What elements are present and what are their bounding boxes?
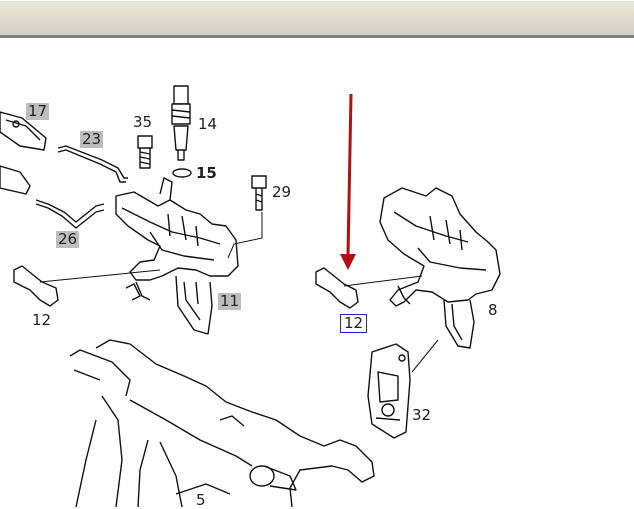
part-shift-housing-right bbox=[379, 187, 501, 349]
part-12-lever-right bbox=[315, 267, 411, 309]
label-12-highlighted[interactable]: 12 bbox=[340, 314, 368, 333]
label-23: 23 bbox=[80, 130, 104, 148]
label-35: 35 bbox=[133, 113, 153, 131]
part-left-block bbox=[0, 165, 31, 195]
part-23-rod bbox=[57, 145, 128, 183]
label-11: 11 bbox=[218, 292, 242, 310]
part-26-rod bbox=[35, 199, 105, 229]
label-29: 29 bbox=[272, 183, 292, 201]
part-17-sensor bbox=[0, 111, 47, 151]
part-15-ring bbox=[172, 168, 192, 178]
label-12-left: 12 bbox=[32, 311, 52, 329]
label-17: 17 bbox=[26, 102, 50, 120]
part-shift-housing-left bbox=[115, 177, 239, 335]
part-35-bolt bbox=[137, 135, 153, 169]
window-toolbar bbox=[0, 0, 634, 38]
part-12-lever-left bbox=[13, 265, 151, 307]
part-29-screw bbox=[251, 175, 267, 211]
red-arrow bbox=[340, 93, 356, 270]
parts-diagram: 17 23 26 35 14 15 29 11 12 12 8 32 5 bbox=[0, 41, 634, 509]
label-15: 15 bbox=[196, 164, 217, 182]
toolbar-highlight bbox=[0, 0, 634, 1]
label-26: 26 bbox=[56, 230, 80, 248]
part-5-shift-fork bbox=[69, 339, 375, 507]
part-32-plate bbox=[367, 343, 411, 439]
label-8: 8 bbox=[488, 301, 498, 319]
label-32: 32 bbox=[412, 406, 432, 424]
leader-lines bbox=[39, 212, 439, 373]
part-14-sensor bbox=[171, 85, 191, 161]
diagram-drawing bbox=[0, 85, 501, 507]
label-5: 5 bbox=[196, 491, 206, 509]
label-14: 14 bbox=[198, 115, 218, 133]
